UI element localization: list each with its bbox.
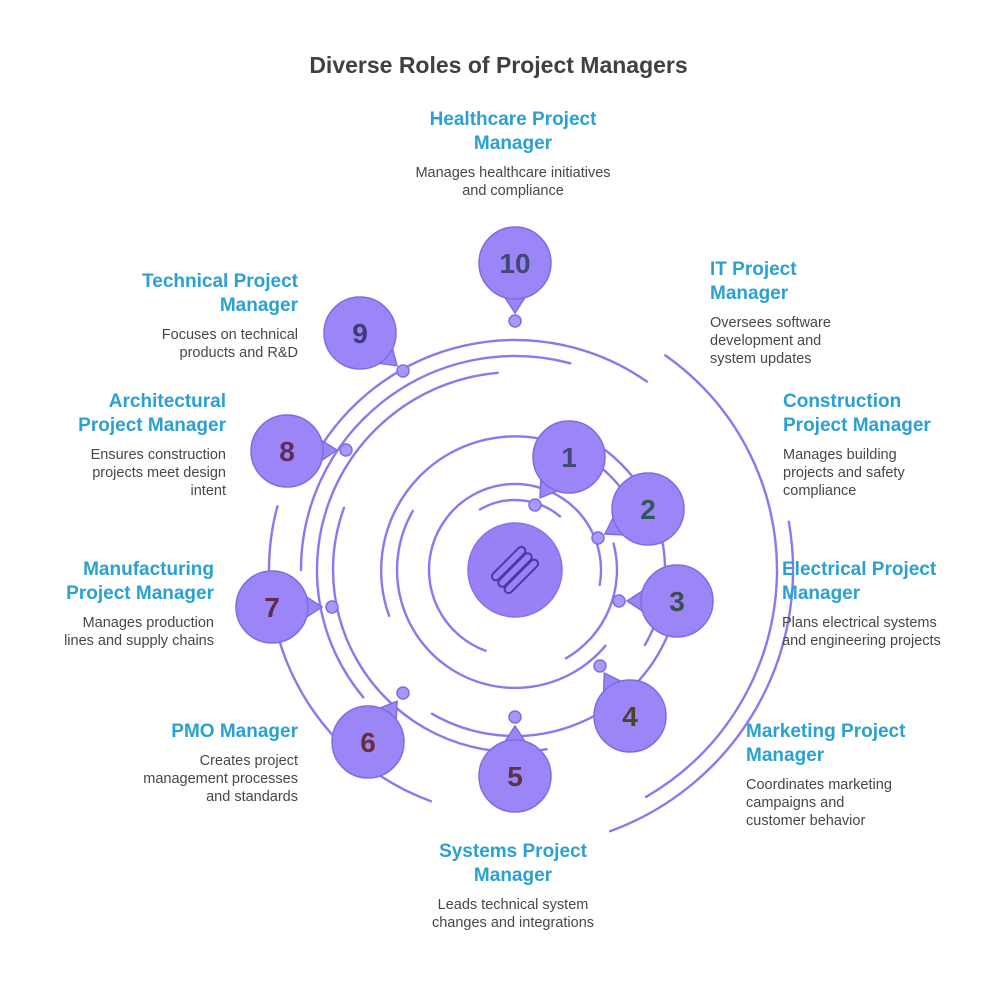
bubble-fill (325, 298, 395, 368)
spiral-arc (564, 542, 619, 660)
paperclips-icon (490, 545, 540, 595)
role-number: 5 (507, 761, 523, 792)
role-number: 6 (360, 727, 376, 758)
spiral-arc (427, 482, 603, 652)
ring-marker-dot (508, 710, 522, 724)
spiral-arc (608, 520, 795, 833)
bubble-fill (534, 422, 604, 492)
role-number: 10 (499, 248, 530, 279)
spiral-arc (478, 498, 562, 518)
ring-marker-dot (508, 314, 522, 328)
spiral-arc (430, 625, 673, 738)
page-title: Diverse Roles of Project Managers (309, 52, 688, 78)
role-number: 4 (622, 701, 638, 732)
bubble-fill (237, 572, 307, 642)
ring-marker-dot (396, 686, 410, 700)
bubble-fill (642, 566, 712, 636)
center-hub (467, 522, 563, 618)
role-number: 2 (640, 494, 656, 525)
bubble-fill (252, 416, 322, 486)
ring-marker-dot (593, 659, 607, 673)
bubble-fill (333, 707, 403, 777)
spiral-arc (314, 338, 649, 457)
ring-marker-dot (612, 594, 626, 608)
bubble-fill (613, 474, 683, 544)
bubble-fill (595, 681, 665, 751)
role-title: PMO Manager (171, 721, 298, 742)
role-number: 3 (669, 586, 685, 617)
role-number: 9 (352, 318, 368, 349)
spiral-arc (315, 371, 499, 699)
bubble-fill (480, 228, 550, 298)
spiral-arc (267, 505, 433, 803)
paperclip-shape (503, 558, 540, 595)
role-number: 7 (264, 592, 280, 623)
ring-marker-dot (396, 364, 410, 378)
ring-marker-dot (528, 498, 542, 512)
ring-marker-dot (339, 443, 353, 457)
role-number: 1 (561, 442, 577, 473)
ring-marker-dot (591, 531, 605, 545)
role-number: 8 (279, 436, 295, 467)
spiral-arc (299, 354, 572, 572)
spiral-arc (644, 354, 779, 799)
spiral-arc (395, 509, 607, 690)
bubble-fill (480, 741, 550, 811)
ring-marker-dot (325, 600, 339, 614)
